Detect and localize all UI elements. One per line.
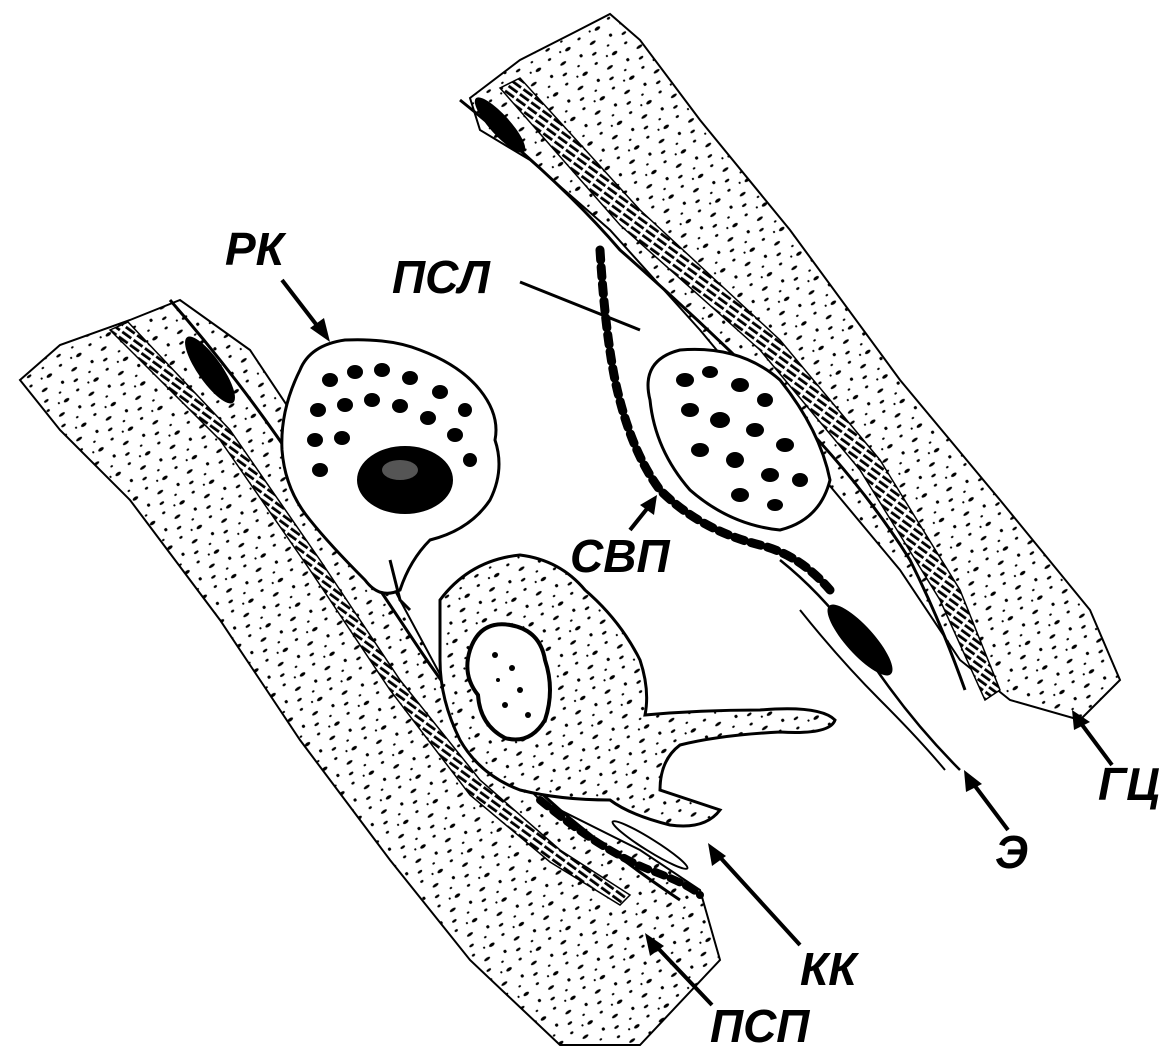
arrow-psl	[520, 282, 640, 330]
arrow-gc	[1080, 722, 1112, 765]
arrow-kk	[718, 855, 800, 945]
label-e: Э	[995, 826, 1028, 878]
label-kk: КК	[800, 943, 859, 995]
label-gc: ГЦ	[1098, 758, 1160, 810]
label-psl: ПСЛ	[392, 251, 491, 303]
label-psp: ПСП	[710, 1000, 810, 1050]
arrow-e	[972, 782, 1008, 830]
label-rk: РК	[225, 223, 287, 275]
granular-cell-nucleus	[357, 446, 453, 514]
label-svp: СВП	[570, 530, 670, 582]
